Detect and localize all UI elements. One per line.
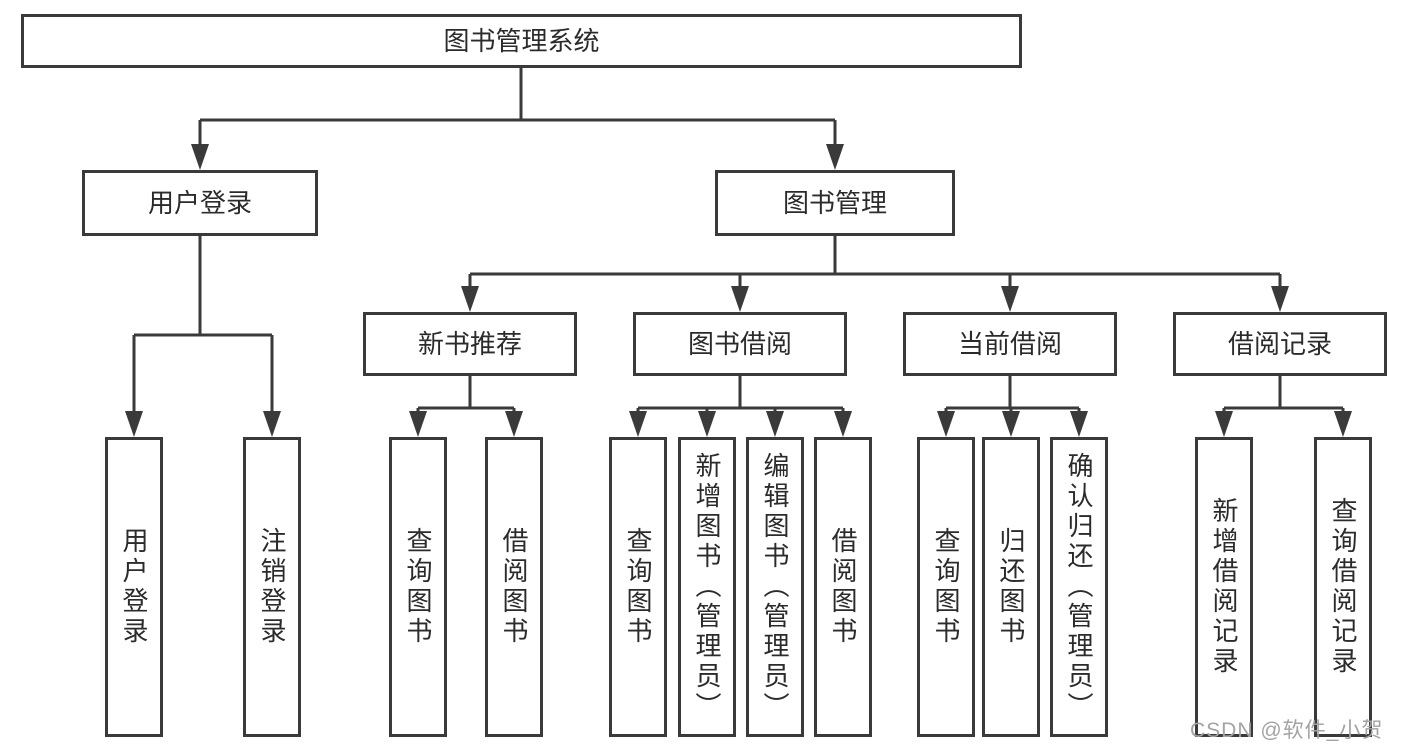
arrowhead bbox=[1334, 411, 1352, 437]
wire-root-branch bbox=[198, 68, 837, 150]
leaf-add-borrow-record: 新增借阅记录 bbox=[1195, 437, 1253, 737]
leaf-query-books-recommend: 查询图书 bbox=[389, 437, 447, 737]
node-current-borrowing: 当前借阅 bbox=[903, 312, 1117, 376]
node-book-borrowing: 图书借阅 bbox=[633, 312, 847, 376]
arrowhead bbox=[409, 411, 427, 437]
arrowhead bbox=[1001, 286, 1019, 312]
leaf-borrow-books-borrowing: 借阅图书 bbox=[814, 437, 872, 737]
arrowhead bbox=[191, 144, 209, 170]
arrowhead bbox=[629, 411, 647, 437]
leaf-query-borrow-record: 查询借阅记录 bbox=[1314, 437, 1372, 737]
leaf-query-books-borrowing: 查询图书 bbox=[609, 437, 667, 737]
arrowhead bbox=[263, 411, 281, 437]
wire-book-management-branch bbox=[468, 236, 1282, 292]
arrowhead bbox=[826, 144, 844, 170]
arrowhead bbox=[1271, 286, 1289, 312]
leaf-confirm-return-admin: 确认归还（管理员） bbox=[1050, 437, 1108, 737]
arrowhead bbox=[766, 411, 784, 437]
leaf-borrow-books-recommend: 借阅图书 bbox=[485, 437, 543, 737]
leaf-logout-login: 注销登录 bbox=[243, 437, 301, 737]
wire-section-branches bbox=[418, 376, 1343, 410]
arrowhead bbox=[834, 411, 852, 437]
leaf-query-books-current: 查询图书 bbox=[917, 437, 975, 737]
arrowhead bbox=[125, 411, 143, 437]
arrowhead bbox=[698, 411, 716, 437]
node-borrowing-records: 借阅记录 bbox=[1173, 312, 1387, 376]
leaf-edit-books-admin: 编辑图书（管理员） bbox=[746, 437, 804, 737]
arrowhead bbox=[731, 286, 749, 312]
watermark: CSDN @软件_小贺同学 bbox=[1190, 719, 1384, 742]
wire-leaf-stems bbox=[416, 408, 1345, 417]
arrowhead bbox=[1070, 411, 1088, 437]
leaf-add-books-admin: 新增图书（管理员） bbox=[678, 437, 736, 737]
arrowhead bbox=[1002, 411, 1020, 437]
arrowhead bbox=[1215, 411, 1233, 437]
arrowhead bbox=[937, 411, 955, 437]
node-book-management: 图书管理 bbox=[715, 170, 955, 236]
leaf-user-login: 用户登录 bbox=[105, 437, 163, 737]
arrowhead-group bbox=[125, 144, 1352, 437]
wire-user-login-branch bbox=[132, 236, 274, 417]
node-root: 图书管理系统 bbox=[21, 14, 1022, 68]
arrowhead bbox=[505, 411, 523, 437]
leaf-return-books: 归还图书 bbox=[982, 437, 1040, 737]
node-new-book-recommendation: 新书推荐 bbox=[363, 312, 577, 376]
arrowhead bbox=[461, 286, 479, 312]
node-user-login: 用户登录 bbox=[82, 170, 318, 236]
